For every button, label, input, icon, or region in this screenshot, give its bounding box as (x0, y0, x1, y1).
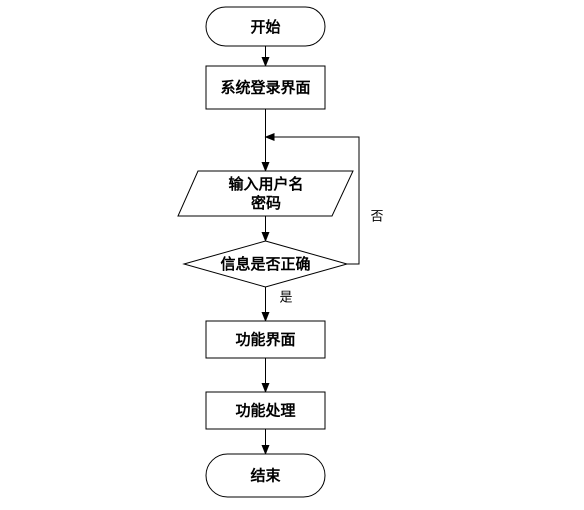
start-node: 开始 (205, 6, 326, 47)
edge-check-no-loop (264, 133, 360, 265)
func-proc-node: 功能处理 (205, 391, 326, 430)
func-ui-label: 功能界面 (235, 331, 295, 349)
input-node: 输入用户名 密码 (177, 170, 354, 217)
func-proc-label: 功能处理 (235, 402, 295, 420)
edge-label-yes: 是 (279, 291, 292, 306)
check-label: 信息是否正确 (220, 255, 310, 273)
end-node: 结束 (205, 453, 326, 498)
func-ui-node: 功能界面 (205, 320, 326, 359)
check-node: 信息是否正确 (182, 240, 349, 288)
end-label: 结束 (250, 467, 281, 485)
login-label: 系统登录界面 (220, 79, 310, 97)
login-node: 系统登录界面 (205, 65, 326, 110)
edge-label-no: 否 (370, 210, 383, 225)
input-label-line2: 密码 (251, 194, 281, 212)
input-label-line1: 输入用户名 (228, 175, 303, 193)
start-label: 开始 (250, 18, 280, 36)
